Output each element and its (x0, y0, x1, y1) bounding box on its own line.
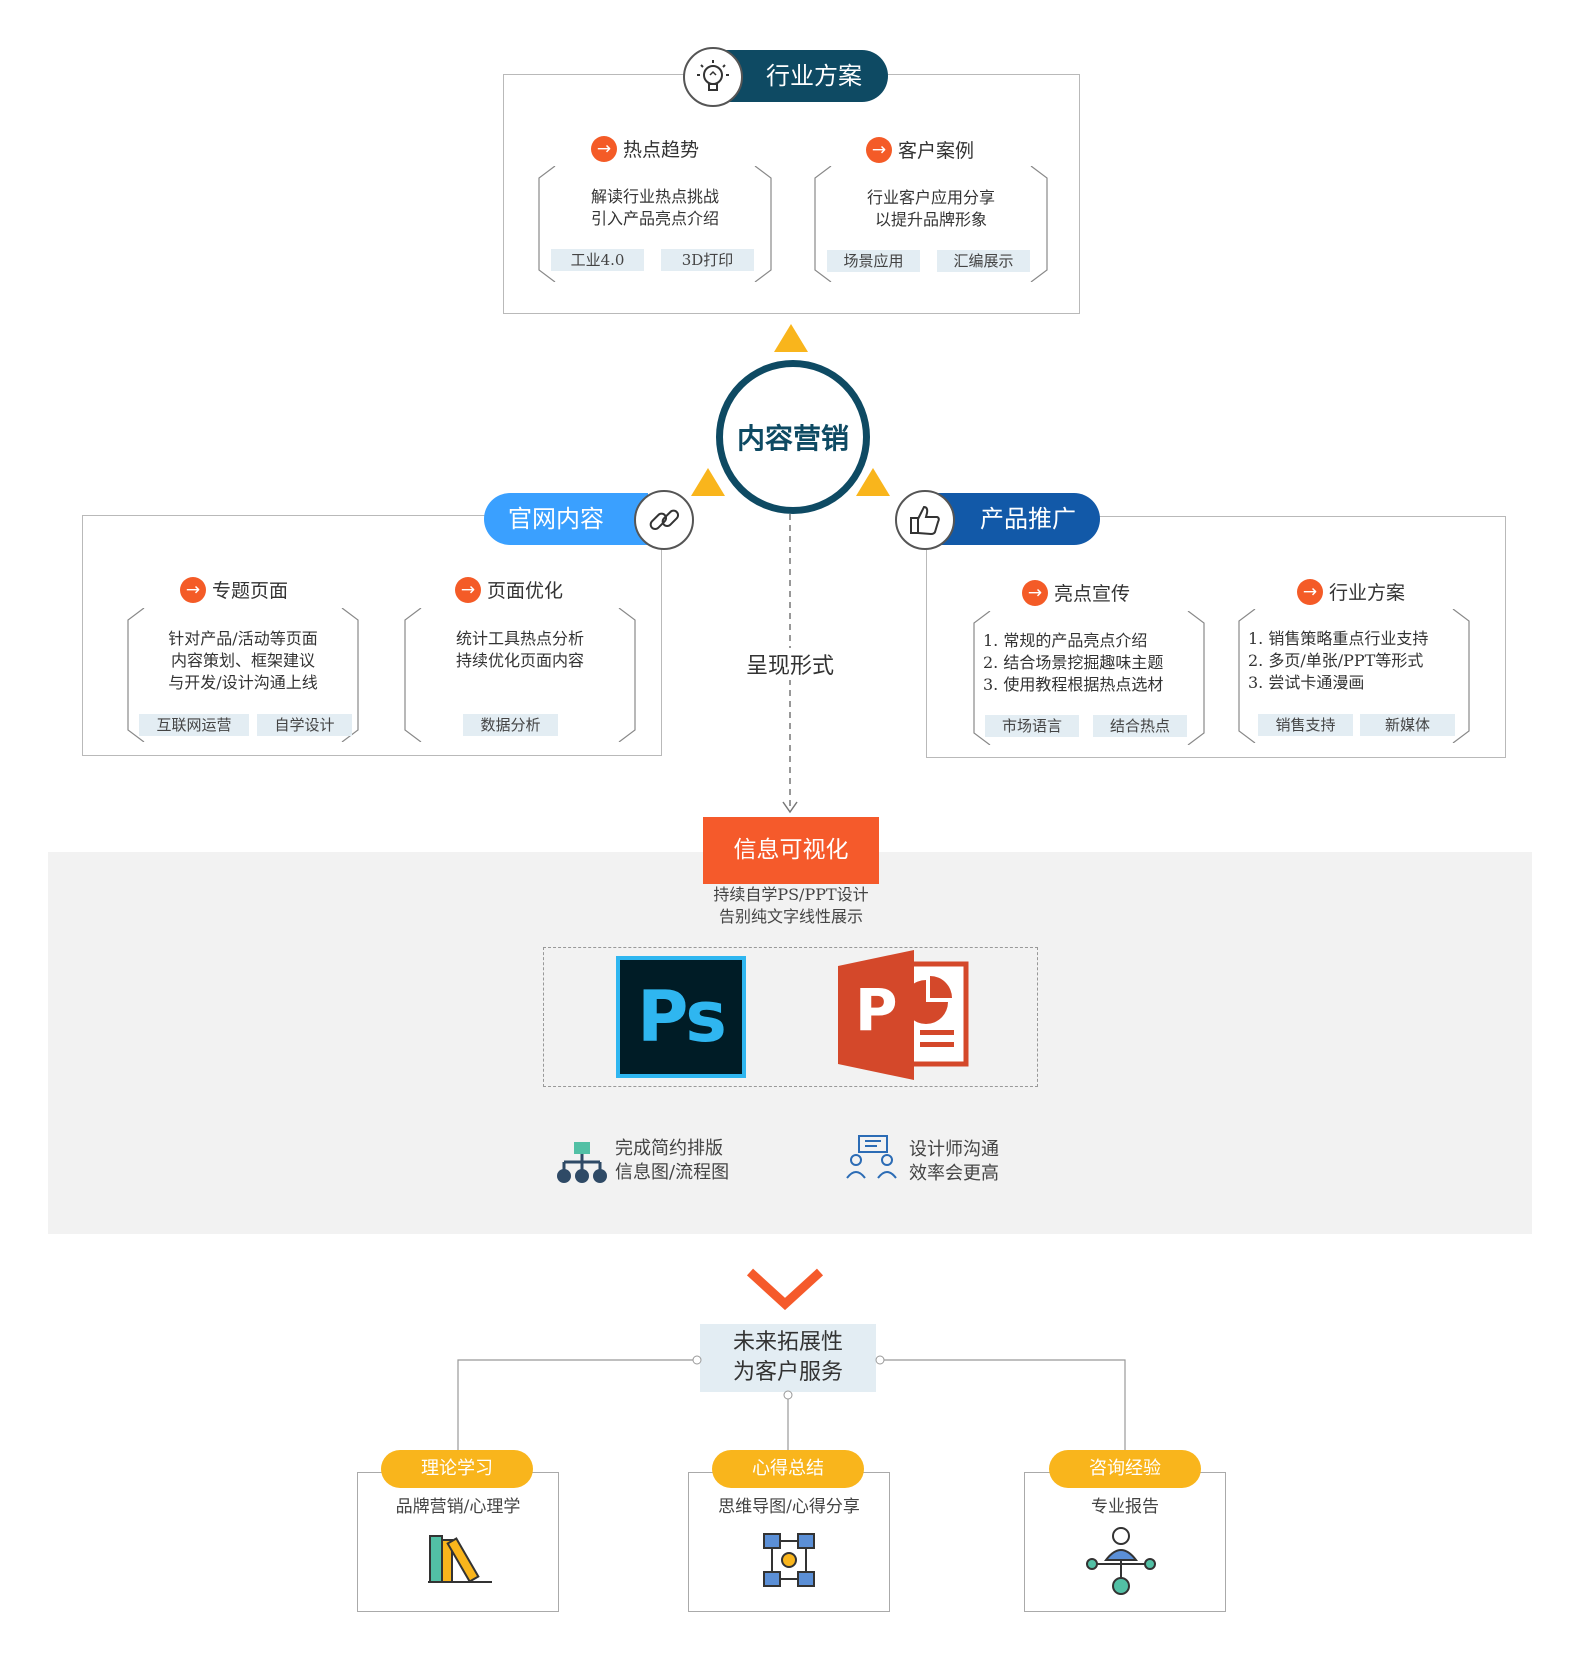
badge-summary: 心得总结 (712, 1450, 864, 1488)
right-left-desc-2: 2. 结合场景挖掘趣味主题 (983, 653, 1164, 672)
tag-self-design: 自学设计 (257, 714, 352, 736)
chevron-down-icon (746, 1268, 824, 1310)
software-icons-box (543, 947, 1038, 1087)
presentation-label: 呈现形式 (740, 648, 840, 680)
right-left-desc-1: 1. 常规的产品亮点介绍 (983, 631, 1148, 650)
right-left-heading: →亮点宣传 (1022, 579, 1130, 606)
left-right-desc-1: 统计工具热点分析 (455, 629, 584, 648)
lightbulb-icon (683, 47, 743, 107)
left-title-pill: 官网内容 (484, 493, 648, 545)
top-right-desc-1: 行业客户应用分享 (866, 188, 995, 207)
top-left-heading: →热点趋势 (591, 135, 699, 162)
tag-new-media: 新媒体 (1360, 714, 1455, 736)
note2-line2: 效率会更高 (909, 1163, 999, 1184)
powerpoint-letter: P (855, 976, 898, 1044)
summary-text: 思维导图/心得分享 (718, 1497, 860, 1517)
left-left-heading: →专题页面 (180, 576, 288, 603)
left-left-desc-3: 与开发/设计沟通上线 (168, 673, 318, 692)
triangle-up-icon (774, 324, 808, 352)
top-left-bracket (538, 166, 772, 282)
arrow-right-icon: → (1297, 578, 1323, 605)
powerpoint-icon (838, 950, 969, 1080)
center-circle: 内容营销 (716, 360, 870, 514)
visualization-title: 信息可视化 (703, 817, 879, 884)
right-title: 产品推广 (980, 505, 1076, 533)
consult-text: 专业报告 (1091, 1497, 1159, 1517)
note2-line1: 设计师沟通 (909, 1139, 999, 1160)
theory-text: 品牌营销/心理学 (395, 1497, 521, 1517)
mind-map-icon (763, 1533, 815, 1587)
left-title: 官网内容 (508, 505, 604, 533)
right-right-bracket (1238, 609, 1470, 743)
designer-communication-icon (846, 1135, 897, 1179)
top-left-desc-1: 解读行业热点挑战 (590, 187, 719, 206)
tag-sales-support: 销售支持 (1258, 714, 1353, 736)
tag-data-analysis: 数据分析 (463, 714, 558, 736)
right-right-desc-1: 1. 销售策略重点行业支持 (1248, 629, 1429, 648)
badge-consult: 咨询经验 (1049, 1450, 1201, 1488)
visualization-section (48, 852, 1532, 1234)
top-title-pill: 行业方案 (718, 50, 888, 102)
user-network-icon (1086, 1527, 1156, 1595)
tag-compile: 汇编展示 (937, 250, 1030, 272)
right-title-pill: 产品推广 (934, 493, 1100, 545)
top-right-bracket (814, 166, 1048, 282)
note1-line2: 信息图/流程图 (615, 1162, 730, 1183)
arrow-right-icon: → (591, 135, 617, 162)
triangle-left-icon (691, 468, 725, 496)
note1-line1: 完成简约排版 (615, 1138, 723, 1159)
right-right-desc-2: 2. 多页/单张/PPT等形式 (1248, 651, 1424, 670)
future-title-line2: 为客户服务 (732, 1360, 843, 1385)
center-title: 内容营销 (736, 422, 849, 455)
badge-theory: 理论学习 (381, 1450, 533, 1488)
left-right-bracket (404, 608, 636, 742)
arrow-right-icon: → (180, 576, 206, 603)
visual-desc-2: 告别纯文字线性展示 (718, 907, 863, 926)
tag-market-language: 市场语言 (985, 715, 1079, 737)
left-right-heading: →页面优化 (455, 576, 563, 603)
tag-3d-print: 3D打印 (661, 249, 754, 271)
right-left-desc-3: 3. 使用教程根据热点选材 (983, 675, 1164, 694)
thumbs-up-icon (895, 490, 955, 550)
books-icon (428, 1535, 492, 1583)
right-right-heading: →行业方案 (1297, 578, 1405, 605)
hierarchy-icon (557, 1142, 607, 1183)
future-title-box: 未来拓展性 为客户服务 (700, 1324, 876, 1392)
top-panel (503, 74, 1080, 314)
left-right-desc-2: 持续优化页面内容 (455, 651, 584, 670)
arrow-right-icon: → (455, 576, 481, 603)
top-right-desc-2: 以提升品牌形象 (874, 210, 987, 229)
left-left-desc-2: 内容策划、框架建议 (170, 651, 315, 670)
arrow-right-icon: → (1022, 579, 1048, 606)
top-right-heading: →客户案例 (866, 136, 974, 163)
top-left-desc-2: 引入产品亮点介绍 (590, 209, 719, 228)
right-left-bracket (973, 611, 1205, 745)
tag-hotspot: 结合热点 (1093, 715, 1187, 737)
link-icon (634, 490, 694, 550)
left-left-bracket (127, 608, 359, 742)
tag-scenario: 场景应用 (827, 250, 920, 272)
future-title-line1: 未来拓展性 (732, 1330, 843, 1355)
left-left-desc-1: 针对产品/活动等页面 (168, 629, 318, 648)
right-right-desc-3: 3. 尝试卡通漫画 (1248, 673, 1365, 692)
photoshop-icon: Ps (616, 956, 746, 1078)
top-title: 行业方案 (766, 62, 862, 90)
arrow-right-icon: → (866, 136, 892, 163)
tag-industry4: 工业4.0 (551, 249, 644, 271)
visual-desc-1: 持续自学PS/PPT设计 (713, 885, 869, 904)
tag-internet-ops: 互联网运营 (139, 714, 249, 736)
triangle-right-icon (856, 468, 890, 496)
